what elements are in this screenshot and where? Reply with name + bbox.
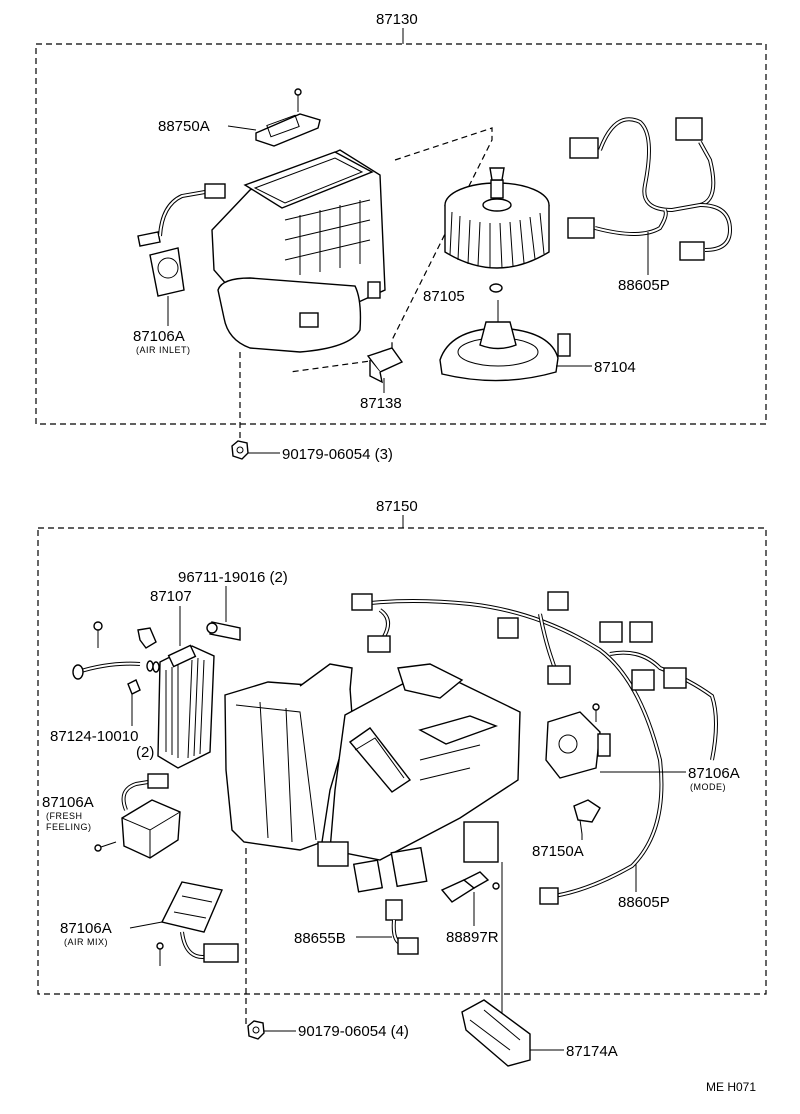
assembly-boundary-87130: [35, 43, 767, 425]
label-87138: 87138: [360, 395, 402, 412]
part-87150A-sensor: [573, 799, 601, 835]
part-96711-clip: [206, 621, 241, 641]
label-88605P-lower: 88605P: [618, 894, 670, 911]
assembly-number-87130: 87130: [376, 11, 418, 28]
label-88605P-upper: 88605P: [618, 277, 670, 294]
part-87107-heater-core: [157, 644, 215, 769]
label-96711: 96711-19016 (2): [178, 569, 288, 586]
label-87106A-air-mix: 87106A: [60, 920, 112, 937]
label-87174A: 87174A: [566, 1043, 618, 1060]
label-87124-qty: (2): [136, 744, 154, 761]
part-88605P-wire-harness-lower: [351, 591, 718, 905]
part-87106A-mode-servo: [545, 703, 611, 779]
part-88897R-sensor: [440, 871, 500, 903]
label-87106A-air-mix-note: (AIR MIX): [64, 937, 108, 947]
label-87104: 87104: [594, 359, 636, 376]
label-87106A-mode: 87106A: [688, 765, 740, 782]
label-87106A-mode-note: (MODE): [690, 782, 726, 792]
label-90179-upper: 90179-06054 (3): [282, 446, 393, 463]
assembly-boundary-87150: [37, 527, 767, 995]
section-87150: 87150 96711-19016 (2) 87107: [37, 498, 767, 1067]
part-fan-washer: [489, 283, 503, 293]
label-87105: 87105: [423, 288, 465, 305]
part-88605P-wire-harness-upper: [567, 117, 733, 261]
label-88655B: 88655B: [294, 930, 346, 947]
label-87106A-fresh: 87106A: [42, 794, 94, 811]
part-87106A-air-inlet-servo: [137, 183, 226, 297]
part-87105-fan-wheel: [444, 167, 550, 269]
label-87107: 87107: [150, 588, 192, 605]
label-90179-lower: 90179-06054 (4): [298, 1023, 409, 1040]
part-87106A-air-mix-servo: [156, 881, 239, 966]
label-87106A-fresh-note2: FEELING): [46, 822, 92, 832]
label-87124: 87124-10010: [50, 728, 138, 745]
label-87106A-fresh-note1: (FRESH: [46, 811, 83, 821]
label-87106A-air-inlet-note: (AIR INLET): [136, 345, 191, 355]
part-88750A-cover: [255, 88, 321, 147]
assembly-number-87150: 87150: [376, 498, 418, 515]
part-heater-unit-housing: [224, 663, 521, 893]
part-87106A-fresh-feeling-servo: [94, 773, 181, 859]
part-blower-unit-housing: [211, 149, 386, 353]
section-87130: 87130 88750A: [35, 11, 767, 463]
part-87138-resistor: [366, 347, 404, 384]
part-90179-nut-upper: [231, 440, 249, 460]
diagram-code: ME H071: [706, 1080, 756, 1094]
label-87150A: 87150A: [532, 843, 584, 860]
part-87174A-duct: [461, 999, 531, 1067]
part-88655B-sensor: [385, 899, 419, 955]
part-87124-pipe-set: [72, 621, 160, 695]
label-87106A-air-inlet: 87106A: [133, 328, 185, 345]
label-88897R: 88897R: [446, 929, 499, 946]
part-87104-blower-motor: [439, 300, 571, 382]
label-88750A: 88750A: [158, 118, 210, 135]
part-90179-nut-lower: [247, 1020, 265, 1040]
